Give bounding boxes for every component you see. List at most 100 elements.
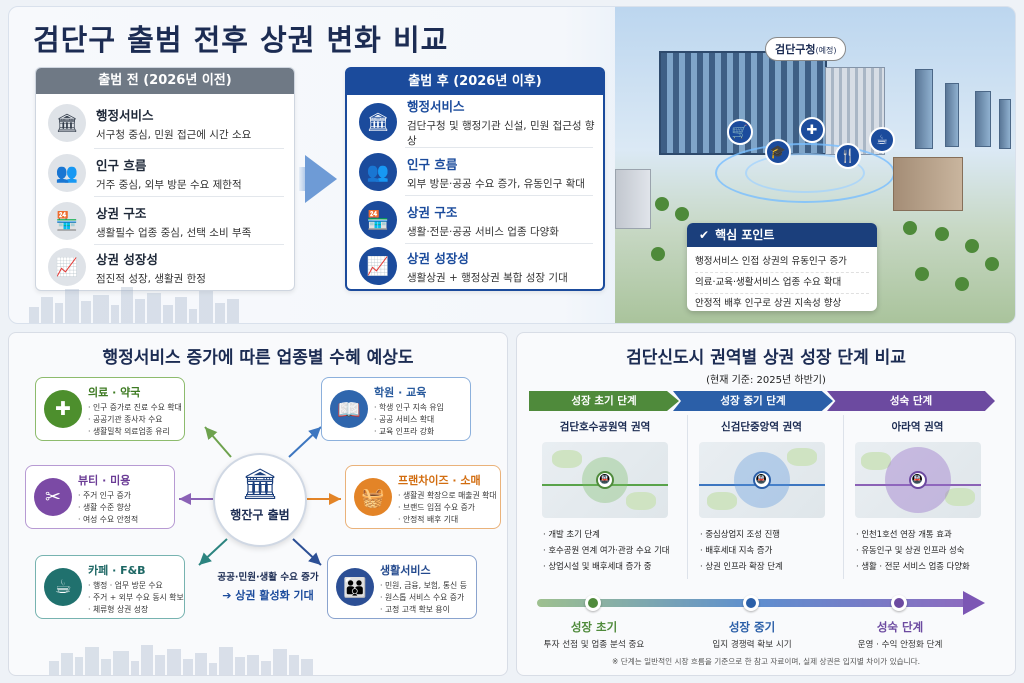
zone-map: 🚇 [542, 442, 668, 518]
zone-map: 🚇 [854, 442, 981, 518]
scissors-icon: ✂ [34, 478, 72, 516]
industry-name: 학원 · 교육 [374, 386, 427, 399]
coffee-cup-icon: ☕ [44, 568, 82, 606]
storefront-icon: 🏪 [48, 202, 86, 240]
hub-label: 행잔구 출범 [230, 508, 290, 522]
industry-card-cafe: ☕ 카페 · F&B · 행정 · 업무 방문 수요 · 주거 + 외부 수요 … [35, 555, 185, 619]
storefront-icon: 🏪 [359, 201, 397, 239]
people-group-icon: 👥 [48, 154, 86, 192]
zone-name: 검단호수공원역 권역 [559, 421, 651, 433]
stage-banner-mid: 성장 중기 단계 [673, 391, 833, 411]
page-title: 검단구 출범 전후 상권 변화 비교 [33, 23, 449, 57]
medical-cross-icon: ✚ [799, 117, 825, 143]
zone-column-lake-park: 검단호수공원역 권역 🚇 · 개발 초기 단계 · 호수공원 연계 여가·관광 … [531, 415, 679, 579]
row-desc: 서구청 중심, 민원 접근에 시간 소요 [96, 128, 252, 141]
industry-name: 카페 · F&B [88, 564, 146, 577]
stage-subtitle: (현재 기준: 2025년 하반기) [706, 375, 826, 386]
phase-mid: 성장 중기 입지 경쟁력 확보 시기 [712, 620, 792, 650]
graduation-cap-icon: 🎓 [765, 139, 791, 165]
coffee-cup-icon: ☕ [869, 127, 895, 153]
stage-title: 검단신도시 권역별 상권 성장 단계 비교 [626, 348, 906, 368]
transition-arrow-icon [305, 155, 337, 203]
row-desc: 점진적 성장, 생활권 한정 [96, 272, 206, 285]
skyline-decoration [49, 641, 489, 675]
row-desc: 외부 방문·공공 수요 증가, 유동인구 확대 [407, 177, 585, 190]
community-people-icon: 👪 [336, 568, 374, 606]
industry-title: 행정서비스 증가에 따른 업종별 수혜 예상도 [102, 348, 414, 368]
people-group-icon: 👥 [359, 153, 397, 191]
phase-early: 성장 초기 투자 선점 및 업종 분석 중요 [543, 620, 645, 650]
timeline-dot-early [585, 595, 601, 611]
hub-note: 공공·민원·생활 수요 증가 ➔ 상권 활성화 기대 [217, 572, 319, 602]
row-desc: 거주 중심, 외부 방문 수요 제한적 [96, 178, 242, 191]
row-title: 상권 성장성 [407, 250, 469, 266]
zone-column-central: 신검단중앙역 권역 🚇 · 중심상업지 조성 진행 · 배후세대 지속 증가 ·… [687, 415, 835, 579]
key-points-box: ✔핵심 포인트 행정서비스 인접 상권의 유동인구 증가 의료·교육·생활서비스… [687, 223, 877, 311]
zone-point: · 생활 · 전문 서비스 업종 다양화 [856, 561, 970, 571]
row-title: 상권 구조 [407, 204, 458, 220]
after-card-header: 출범 후 (2026년 이후) [347, 69, 603, 95]
check-circle-icon: ✔ [699, 228, 710, 242]
industry-card-living-service: 👪 생활서비스 · 민원, 금융, 보험, 통신 등 · 원스톱 서비스 수요 … [327, 555, 477, 619]
row-title: 인구 흐름 [96, 157, 147, 173]
industry-benefit-panel: 행정서비스 증가에 따른 업종별 수혜 예상도 ✚ 의료 · 약국 · 인구 증… [8, 332, 508, 676]
government-building-icon: 🏛 [48, 104, 86, 142]
industry-card-retail: 🧺 프랜차이즈 · 소매 · 생활권 확장으로 매출권 확대 · 브랜드 입점 … [345, 465, 501, 529]
row-desc: 생활상권 + 행정상권 복합 성장 기대 [407, 271, 568, 284]
phase-mature: 성숙 단계 운영 · 수익 안정화 단계 [857, 620, 943, 650]
divider [94, 148, 284, 149]
row-title: 행정서비스 [96, 107, 154, 123]
row-title: 상권 성장성 [96, 251, 158, 267]
medical-cross-icon: ✚ [44, 390, 82, 428]
shopping-basket-icon: 🧺 [354, 478, 392, 516]
industry-name: 프랜차이즈 · 소매 [398, 474, 481, 487]
industry-card-beauty: ✂ 뷰티 · 미용 · 주거 인구 증가 · 생활 수준 향상 · 여성 수요 … [25, 465, 175, 529]
zone-column-ara: 아라역 권역 🚇 · 인천1호선 연장 개통 효과 · 유동인구 및 상권 인프… [843, 415, 991, 579]
zone-point: · 유동인구 및 상권 인프라 성숙 [856, 545, 965, 555]
zone-point: · 상업시설 및 배후세대 증가 중 [543, 561, 652, 571]
growth-chart-icon: 📈 [48, 248, 86, 286]
skyline-decoration [29, 283, 369, 323]
subway-station-icon: 🚇 [908, 471, 927, 489]
zone-point: · 인천1호선 연장 개통 효과 [856, 529, 952, 539]
zone-point: · 호수공원 연계 여가·관광 수요 기대 [543, 545, 670, 555]
row-title: 인구 흐름 [407, 156, 458, 172]
industry-card-medical: ✚ 의료 · 약국 · 인구 증가로 진료 수요 확대 · 공공기관 종사자 수… [35, 377, 185, 441]
zone-point: · 개발 초기 단계 [543, 529, 600, 539]
growth-stage-panel: 검단신도시 권역별 상권 성장 단계 비교 (현재 기준: 2025년 하반기)… [516, 332, 1016, 676]
divider [405, 147, 593, 148]
row-title: 행정서비스 [407, 99, 465, 114]
zone-map: 🚇 [698, 442, 825, 518]
stage-banner-early: 성장 초기 단계 [529, 391, 679, 411]
row-desc: 검단구청 및 행정기관 신설, 민원 접근성 향상 [407, 120, 595, 147]
row-desc: 생활·전문·공공 서비스 업종 다양화 [407, 225, 559, 238]
industry-name: 의료 · 약국 [88, 386, 141, 399]
growth-chart-icon: 📈 [359, 247, 397, 285]
connector-arrows [179, 426, 341, 566]
zone-name: 아라역 권역 [891, 421, 944, 433]
footnote: ※ 단계는 일반적인 시장 흐름을 기준으로 한 참고 자료이며, 실제 상권은… [611, 657, 921, 666]
timeline-dot-mid [743, 595, 759, 611]
industry-card-education: 📖 학원 · 교육 · 학생 인구 지속 유입 · 공공 서비스 확대 · 교육… [321, 377, 471, 441]
key-point: 의료·교육·생활서비스 업종 수요 확대 [695, 273, 869, 294]
city-hall-illustration: 검단구청(예정) 🛒 🎓 ✚ 🍴 ☕ ✔핵심 포인트 행정서비스 인접 상권의 … [615, 7, 1015, 323]
zone-point: · 중심상업지 조성 진행 [700, 529, 780, 539]
subway-station-icon: 🚇 [752, 471, 771, 489]
comparison-panel: 검단구 출범 전후 상권 변화 비교 출범 전 (2026년 이전) 🏛 행정서… [8, 6, 1016, 324]
shopping-cart-icon: 🛒 [727, 119, 753, 145]
industry-name: 뷰티 · 미용 [78, 474, 131, 487]
zone-point: · 배후세대 지속 증가 [700, 545, 773, 555]
zone-name: 신검단중앙역 권역 [721, 421, 802, 433]
hub-circle: 🏛 행잔구 출범 [213, 453, 307, 547]
divider [94, 244, 284, 245]
row-title: 상권 구조 [96, 205, 147, 221]
divider [94, 196, 284, 197]
book-icon: 📖 [330, 390, 368, 428]
